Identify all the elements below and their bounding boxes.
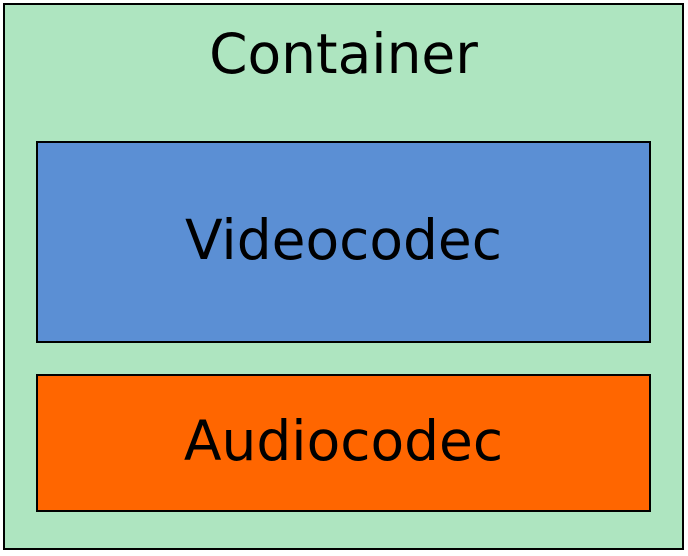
container-label: Container [209,22,478,86]
videocodec-block: Videocodec [36,141,651,343]
container-block: Container Videocodec Audiocodec [3,3,684,550]
audiocodec-label: Audiocodec [183,408,504,473]
videocodec-label: Videocodec [185,207,502,272]
audiocodec-block: Audiocodec [36,374,651,512]
